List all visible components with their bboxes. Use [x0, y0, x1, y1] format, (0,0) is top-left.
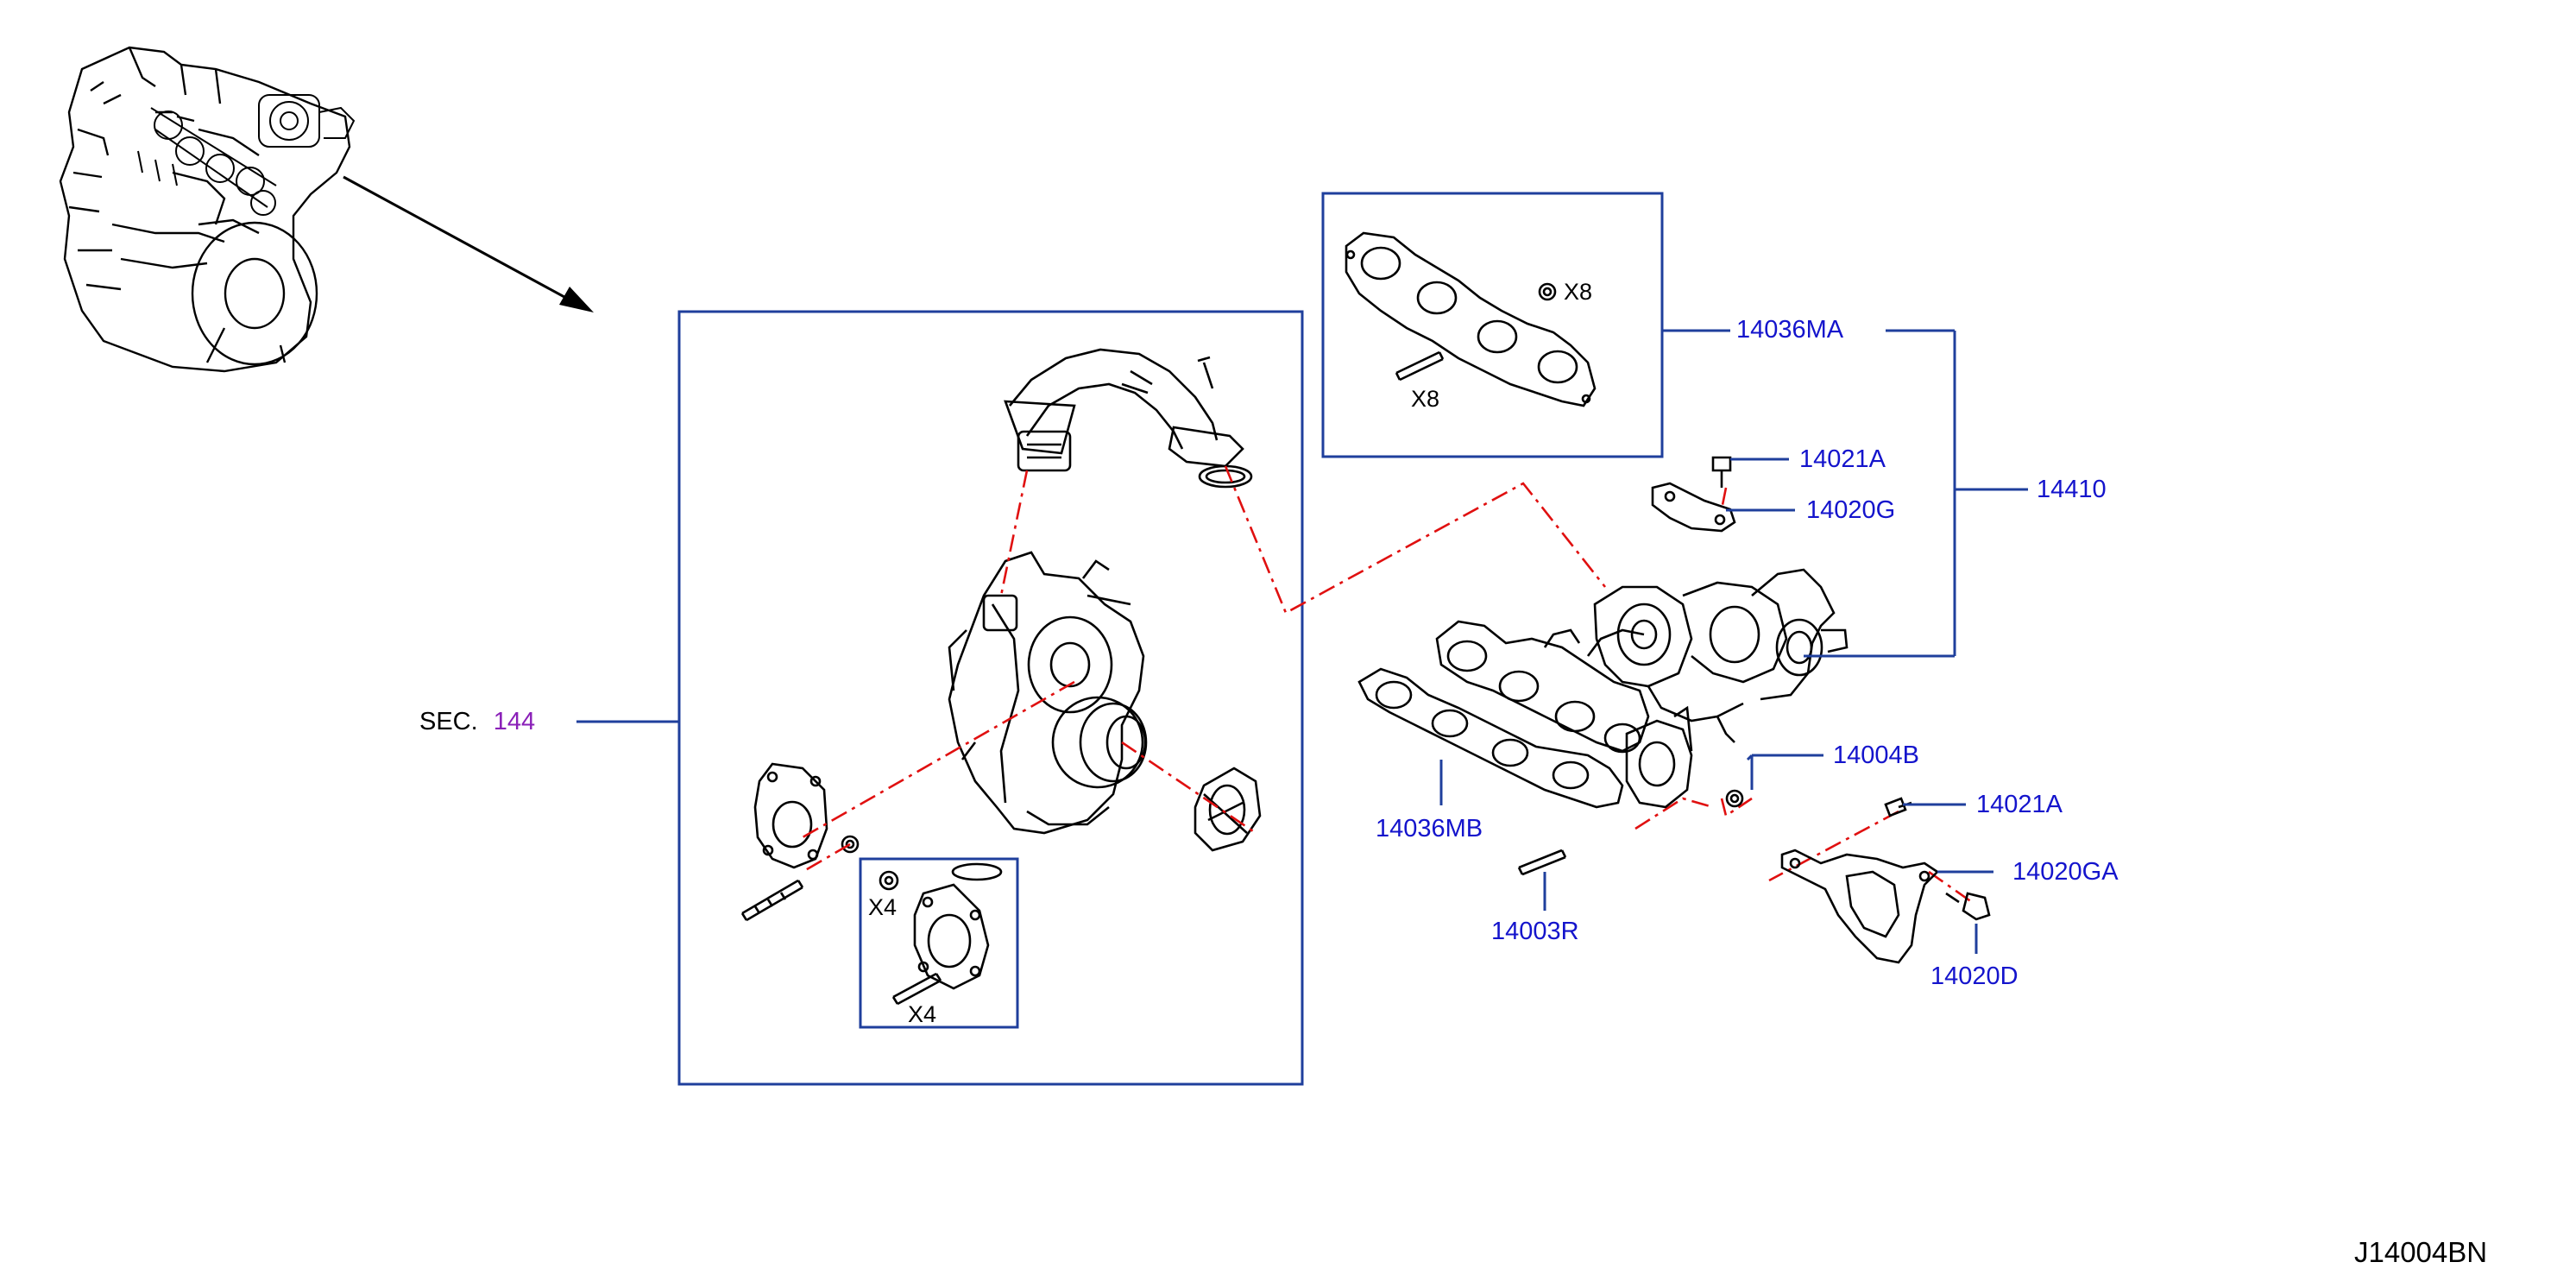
- gasket-box: [1321, 192, 1664, 458]
- section-reference[interactable]: SEC. 144: [419, 710, 535, 735]
- label-14020D[interactable]: 14020D: [1930, 962, 2019, 990]
- gasket-stud-upper: [1395, 350, 1445, 382]
- label-14036MB[interactable]: 14036MB: [1376, 815, 1483, 842]
- label-14021A-lower[interactable]: 14021A: [1976, 791, 2063, 818]
- intake-elbow-pipe: [1004, 348, 1244, 472]
- lower-bracket-bolt: [1945, 892, 1991, 921]
- exhaust-gasket-lower: [1357, 667, 1624, 809]
- callout-lines: [1439, 329, 2028, 954]
- upper-bracket-bolt: [1711, 456, 1732, 488]
- overview-arrow: [343, 175, 594, 312]
- lower-bracket-bolt-top: [1884, 797, 1912, 817]
- lower-bracket: [1780, 849, 1940, 964]
- manifold-outlet-flange: [1625, 705, 1693, 809]
- manifold-stud: [1517, 849, 1567, 876]
- pipe-oring: [1198, 464, 1253, 489]
- turbo-adapter-flange: [1194, 767, 1262, 852]
- leader-lines: [802, 465, 1973, 904]
- label-14003R[interactable]: 14003R: [1491, 918, 1579, 945]
- turbo-housing: [948, 551, 1148, 835]
- exhaust-manifold-turbo: [1435, 568, 1849, 754]
- qty-nut-upper: X8: [1564, 279, 1593, 305]
- exhaust-gasket-upper: [1345, 231, 1597, 407]
- section-number[interactable]: 144: [493, 708, 536, 735]
- label-14036MA[interactable]: 14036MA: [1736, 316, 1844, 344]
- gasket-nut-upper: [1538, 282, 1557, 301]
- upper-bracket: [1651, 482, 1736, 533]
- qty-stud-upper: X8: [1411, 386, 1440, 412]
- turbo-nut: [841, 835, 860, 854]
- engine-overview-sketch: [59, 46, 356, 373]
- inset-stud: [891, 972, 942, 1006]
- inset-oring: [951, 862, 1003, 881]
- label-14410[interactable]: 14410: [2037, 476, 2107, 503]
- pipe-bolt: [1197, 356, 1214, 389]
- turbo-stud: [740, 879, 804, 922]
- qty-stud-inset: X4: [908, 1001, 937, 1027]
- manifold-nut: [1725, 789, 1744, 808]
- inset-box: [859, 857, 1019, 1029]
- label-14020GA[interactable]: 14020GA: [2012, 858, 2119, 886]
- label-14004B[interactable]: 14004B: [1833, 741, 1919, 769]
- inset-gasket: [913, 883, 990, 990]
- section-prefix: SEC.: [419, 708, 478, 735]
- diagram-code: J14004BN: [2354, 1236, 2488, 1268]
- label-14020G[interactable]: 14020G: [1806, 496, 1896, 524]
- inset-nut: [879, 870, 899, 891]
- label-14021A-upper[interactable]: 14021A: [1799, 445, 1886, 473]
- qty-nut-inset: X4: [868, 894, 898, 920]
- turbo-gasket-left: [753, 762, 828, 869]
- turbo-kit-box: [677, 310, 1304, 1086]
